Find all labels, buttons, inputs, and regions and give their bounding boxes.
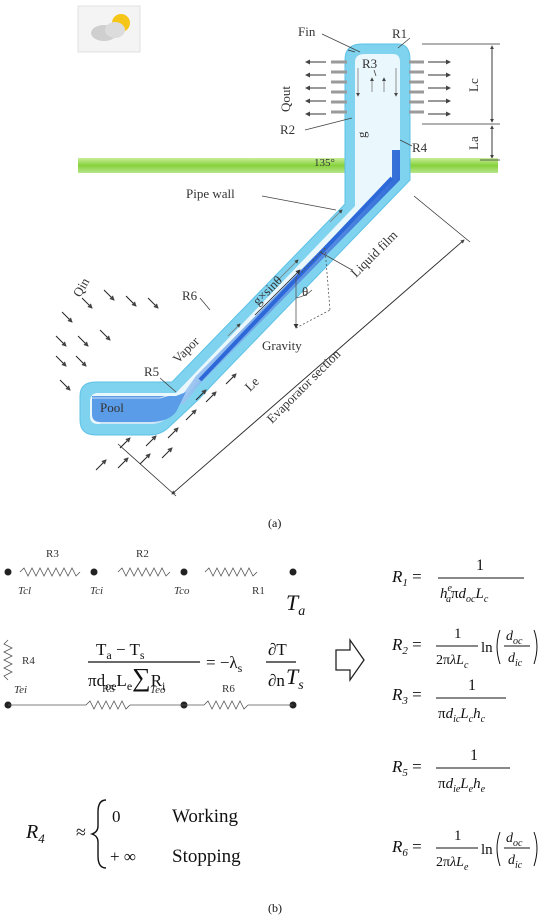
resistor-label-r3: R3 (46, 548, 59, 560)
node-label-tcl: Tcl (18, 585, 31, 597)
label-fin: Fin (298, 24, 316, 39)
formula-r2: R2 = 1 2πλLc ln doc dic (391, 626, 538, 671)
svg-text:Stopping: Stopping (172, 846, 241, 867)
qout-arrows (305, 59, 451, 117)
liquid-film (176, 150, 400, 404)
label-pool: Pool (100, 400, 124, 415)
qin-arrows (55, 289, 237, 471)
svg-text:doc: doc (506, 831, 523, 849)
svg-text:= −λs: = −λs (206, 653, 243, 675)
resistor-r6 (203, 700, 249, 710)
svg-text:πdoeLe∑Ri: πdoeLe∑Ri (88, 663, 166, 693)
resistor-label-r6: R6 (222, 683, 235, 695)
label-gravity: Gravity (262, 338, 302, 353)
node-label-tci: Tci (90, 585, 103, 597)
resistor-label-r4: R4 (22, 655, 35, 667)
svg-text:Working: Working (172, 806, 239, 827)
leader-lines (159, 33, 413, 393)
resistor-r2 (117, 567, 171, 577)
resistor-label-r1: R1 (252, 585, 265, 597)
gravity-construction (254, 49, 356, 329)
ground-strip (78, 158, 498, 173)
svg-text:Ta − Ts: Ta − Ts (96, 640, 145, 662)
node-label-tco: Tco (174, 585, 190, 597)
svg-text:R1 =: R1 = (391, 567, 422, 589)
label-r1: R1 (392, 26, 407, 41)
node-label-tei: Tei (14, 684, 27, 696)
node-tco (180, 568, 188, 576)
node-label-ta: Ta (286, 590, 305, 619)
resistor-label-r2: R2 (136, 548, 149, 560)
node-tcl (4, 568, 12, 576)
svg-text:1: 1 (454, 626, 462, 642)
svg-text:ln: ln (481, 640, 493, 656)
label-r3: R3 (362, 56, 377, 71)
svg-text:2πλLe: 2πλLe (436, 855, 469, 873)
svg-text:1: 1 (476, 557, 484, 574)
resistor-r5 (85, 700, 131, 710)
label-r4: R4 (412, 140, 428, 155)
label-qout: Qout (278, 86, 293, 112)
implies-arrow-icon (335, 637, 365, 683)
svg-text:R6 =: R6 = (391, 837, 422, 859)
label-angle: 135° (314, 157, 335, 169)
label-qin: Qin (70, 275, 93, 300)
svg-text:ln: ln (481, 842, 493, 858)
label-r2: R2 (280, 122, 295, 137)
node-label-ts: Ts (286, 664, 304, 693)
svg-text:R2 =: R2 = (391, 635, 422, 657)
svg-text:∂T: ∂T (268, 640, 287, 659)
caption-b: (b) (268, 901, 282, 915)
labels-a: Fin R1 R3 Qout Lc R2 g R4 La 135° Pipe w… (70, 24, 481, 530)
pipe-body (79, 43, 411, 436)
svg-text:R5 =: R5 = (391, 757, 422, 779)
thermal-network: R3 R2 R1 R4 R5 R6 Tcl Tci Tco Tei Teo Ta… (3, 548, 305, 710)
label-r5: R5 (144, 364, 159, 379)
caption-a: (a) (268, 516, 281, 530)
label-la: La (466, 136, 481, 150)
svg-text:1: 1 (468, 677, 476, 694)
label-r6: R6 (182, 288, 198, 303)
svg-text:1: 1 (470, 747, 478, 764)
resistor-r4 (3, 639, 13, 681)
formula-r5: R5 = 1 πdieLehe (391, 747, 510, 795)
svg-text:+ ∞: + ∞ (110, 847, 136, 866)
main-equation: Ta − Ts πdoeLe∑Ri = −λs ∂T ∂n (88, 640, 296, 693)
svg-text:πdieLehe: πdieLehe (438, 776, 486, 795)
svg-text:dic: dic (508, 853, 523, 871)
svg-text:∂n: ∂n (268, 671, 285, 690)
resistor-r3 (19, 567, 81, 577)
label-pipe-wall: Pipe wall (186, 186, 235, 201)
dimension-lines (117, 43, 500, 497)
svg-text:doc: doc (506, 629, 523, 647)
label-le: Le (242, 374, 262, 394)
label-g: g (354, 131, 369, 138)
formula-r3: R3 = 1 πdicLchc (391, 677, 506, 725)
label-lc: Lc (466, 78, 481, 92)
svg-text:≈: ≈ (76, 822, 86, 842)
svg-text:0: 0 (112, 807, 121, 826)
pool (92, 392, 186, 422)
resistor-label-r5: R5 (102, 683, 115, 695)
label-evaporator: Evaporator section (264, 346, 344, 426)
svg-text:R3 =: R3 = (391, 685, 422, 707)
label-theta: θ (302, 284, 308, 299)
node-tci (90, 568, 98, 576)
fins (331, 60, 424, 114)
svg-text:πdicLchc: πdicLchc (438, 706, 486, 725)
node-label-teo: Teo (150, 684, 166, 696)
resistor-r1 (204, 567, 258, 577)
svg-text:dic: dic (508, 651, 523, 669)
svg-text:1: 1 (454, 828, 462, 844)
svg-text:R4: R4 (25, 821, 45, 846)
weather-icon (77, 5, 141, 53)
formula-r6: R6 = 1 2πλLe ln doc dic (391, 828, 538, 873)
r4-cases: R4 ≈ 0 Working + ∞ Stopping (25, 799, 241, 869)
node-ta (289, 568, 297, 576)
vapor-flow-arrows (227, 68, 398, 337)
svg-text:2πλLc: 2πλLc (436, 653, 469, 671)
